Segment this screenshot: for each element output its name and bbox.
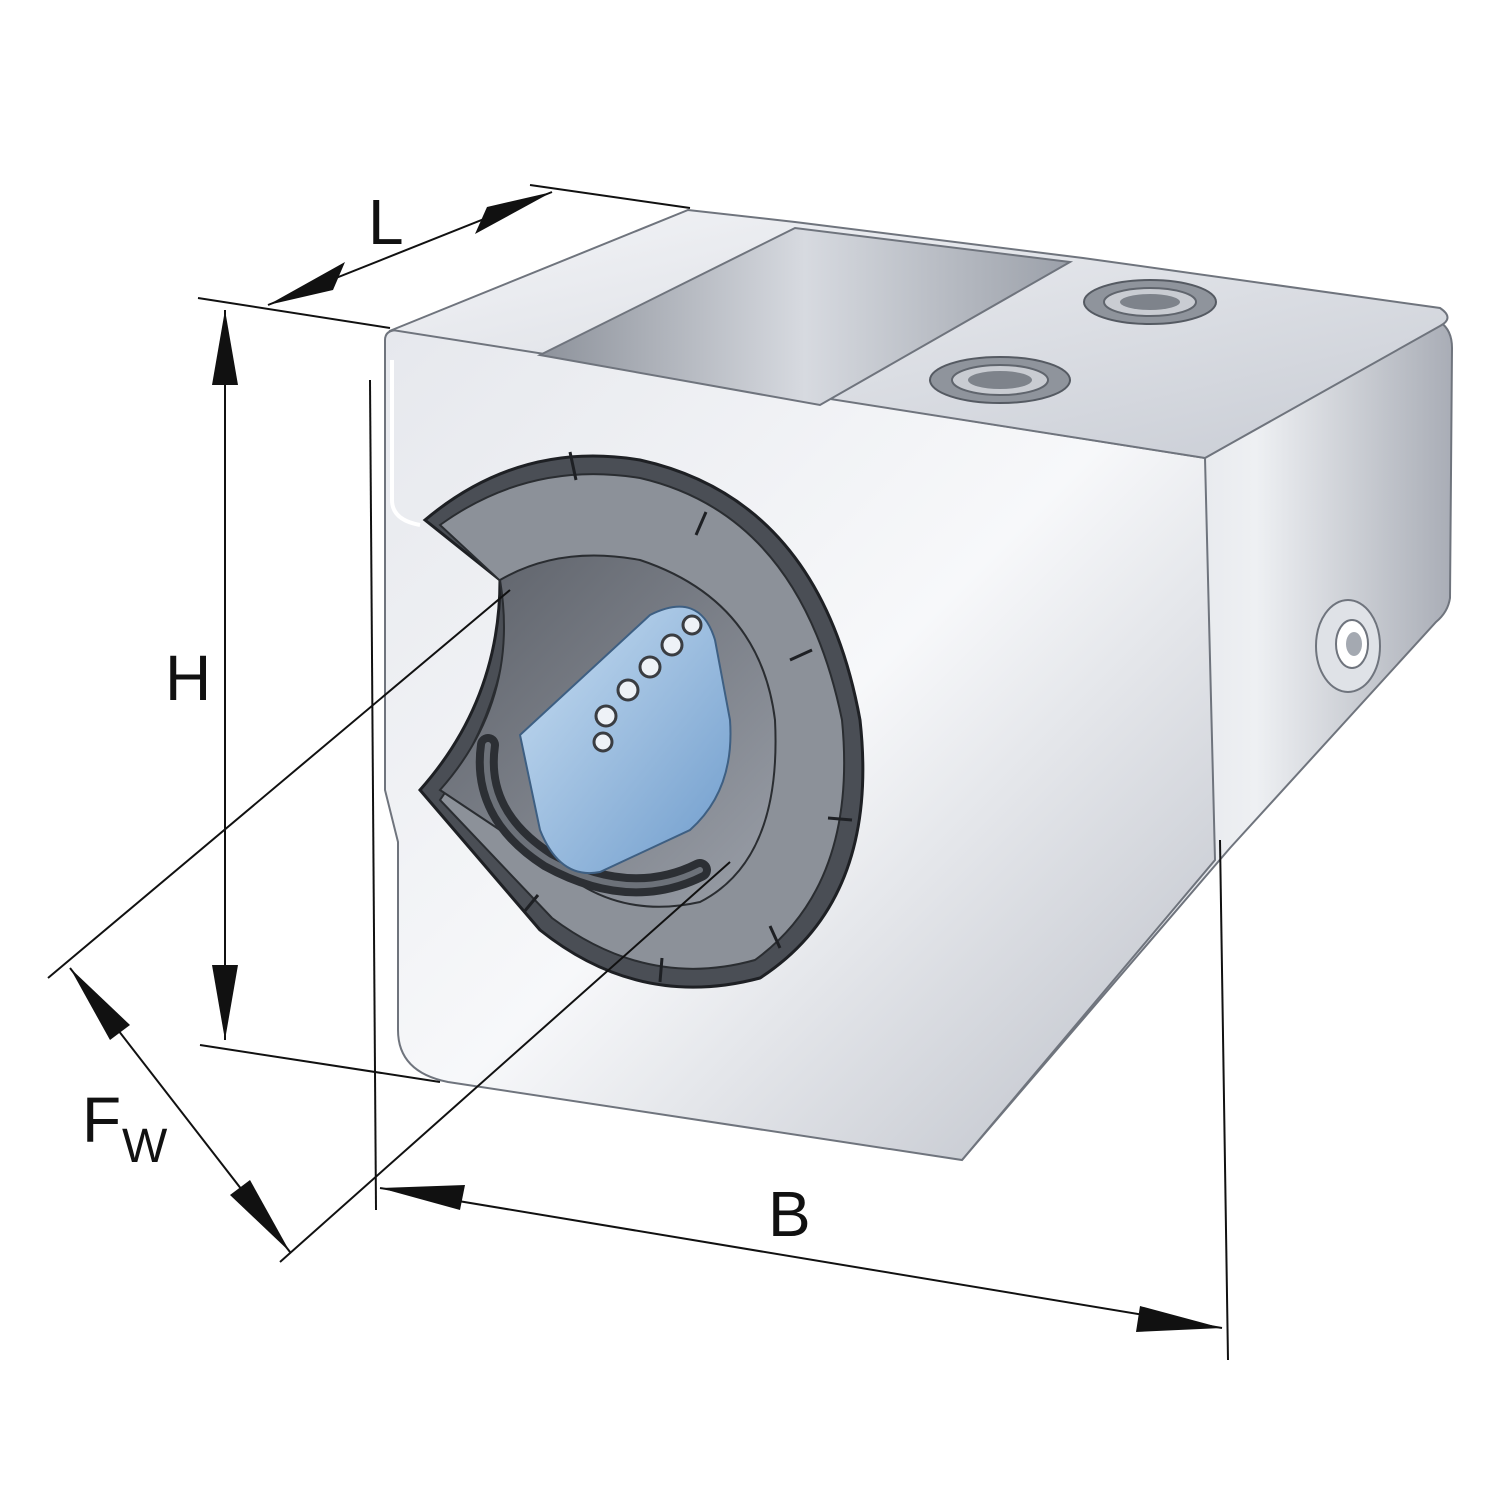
dimension-lines: [47, 184, 1229, 1361]
extension-line-l-right: [529, 184, 691, 209]
dimension-arrowheads: [70, 192, 1222, 1332]
front-edge-highlight: [390, 360, 421, 527]
extension-line-l-left: [197, 297, 391, 329]
arrow-fw-top: [70, 968, 130, 1040]
threaded-hole-front: [929, 356, 1071, 404]
arrow-b-left: [380, 1185, 465, 1210]
bearing-assembly: [418, 451, 865, 989]
arrow-h-top: [212, 310, 238, 385]
seal-segment-marks: [522, 451, 853, 983]
extension-line-fw-bottom: [279, 861, 731, 1263]
label-fw-main: F: [82, 1084, 121, 1156]
extension-line-b-left: [369, 379, 377, 1211]
dimension-line-b: [379, 1187, 1223, 1329]
extension-line-b-right: [1219, 839, 1229, 1361]
top-slot-groove: [536, 226, 1074, 407]
arrow-fw-bottom: [230, 1180, 290, 1252]
threaded-hole-rear: [1083, 279, 1217, 325]
label-fw-sub: W: [122, 1120, 168, 1173]
arrow-b-right: [1136, 1306, 1222, 1332]
lubrication-hole: [1315, 599, 1381, 693]
arrow-l-left: [268, 262, 345, 305]
arrow-h-bottom: [212, 965, 238, 1040]
label-b: B: [768, 1178, 811, 1250]
extension-line-h-bottom: [199, 1044, 441, 1083]
recirculating-balls: [592, 614, 703, 753]
ball-track-insert: [518, 605, 732, 875]
label-l: L: [368, 186, 404, 258]
arrow-l-right: [475, 192, 552, 234]
extension-line-fw-top: [47, 589, 511, 979]
label-h: H: [165, 642, 211, 714]
